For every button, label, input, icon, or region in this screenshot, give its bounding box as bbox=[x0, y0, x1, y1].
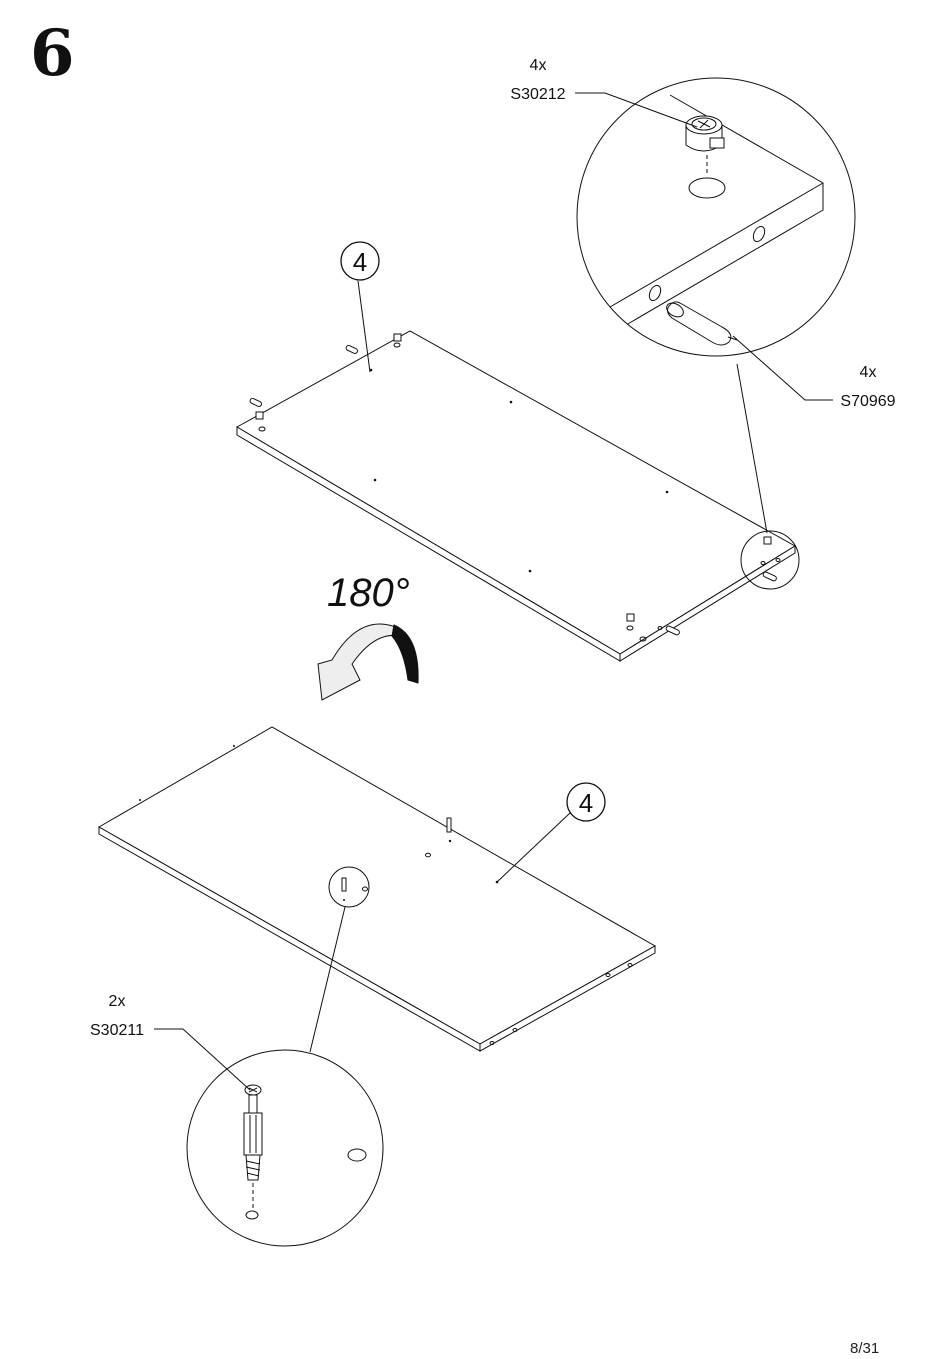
cam-bolt-icon bbox=[244, 1085, 262, 1180]
svg-text:S30211: S30211 bbox=[90, 1022, 144, 1039]
svg-text:4x: 4x bbox=[530, 57, 547, 74]
panel-callout-bottom: 4 bbox=[497, 783, 605, 882]
page-number: 8/31 bbox=[850, 1340, 879, 1357]
svg-text:2x: 2x bbox=[109, 993, 126, 1010]
zoom-detail-bottom bbox=[187, 1050, 383, 1246]
bottom-panel bbox=[99, 727, 655, 1051]
hardware-label-cam-lock: 4x S30212 bbox=[510, 57, 697, 127]
svg-text:180°: 180° bbox=[327, 571, 410, 615]
svg-text:S70969: S70969 bbox=[840, 393, 895, 410]
top-panel bbox=[237, 331, 799, 661]
cam-lock-icon bbox=[686, 116, 724, 151]
rotate-arrow-icon bbox=[318, 624, 418, 700]
zoom-detail-top bbox=[577, 78, 855, 356]
hardware-label-cam-bolt: 2x S30211 bbox=[90, 993, 250, 1090]
rotation-indicator: 180° bbox=[318, 571, 418, 700]
svg-text:4: 4 bbox=[353, 247, 367, 277]
wooden-dowel-icon bbox=[664, 300, 737, 345]
hardware-label-dowel: 4x S70969 bbox=[733, 336, 896, 410]
svg-text:S30212: S30212 bbox=[510, 86, 565, 103]
svg-text:4x: 4x bbox=[860, 364, 877, 381]
svg-text:4: 4 bbox=[579, 788, 593, 818]
cam-bolt-installed bbox=[447, 818, 451, 832]
